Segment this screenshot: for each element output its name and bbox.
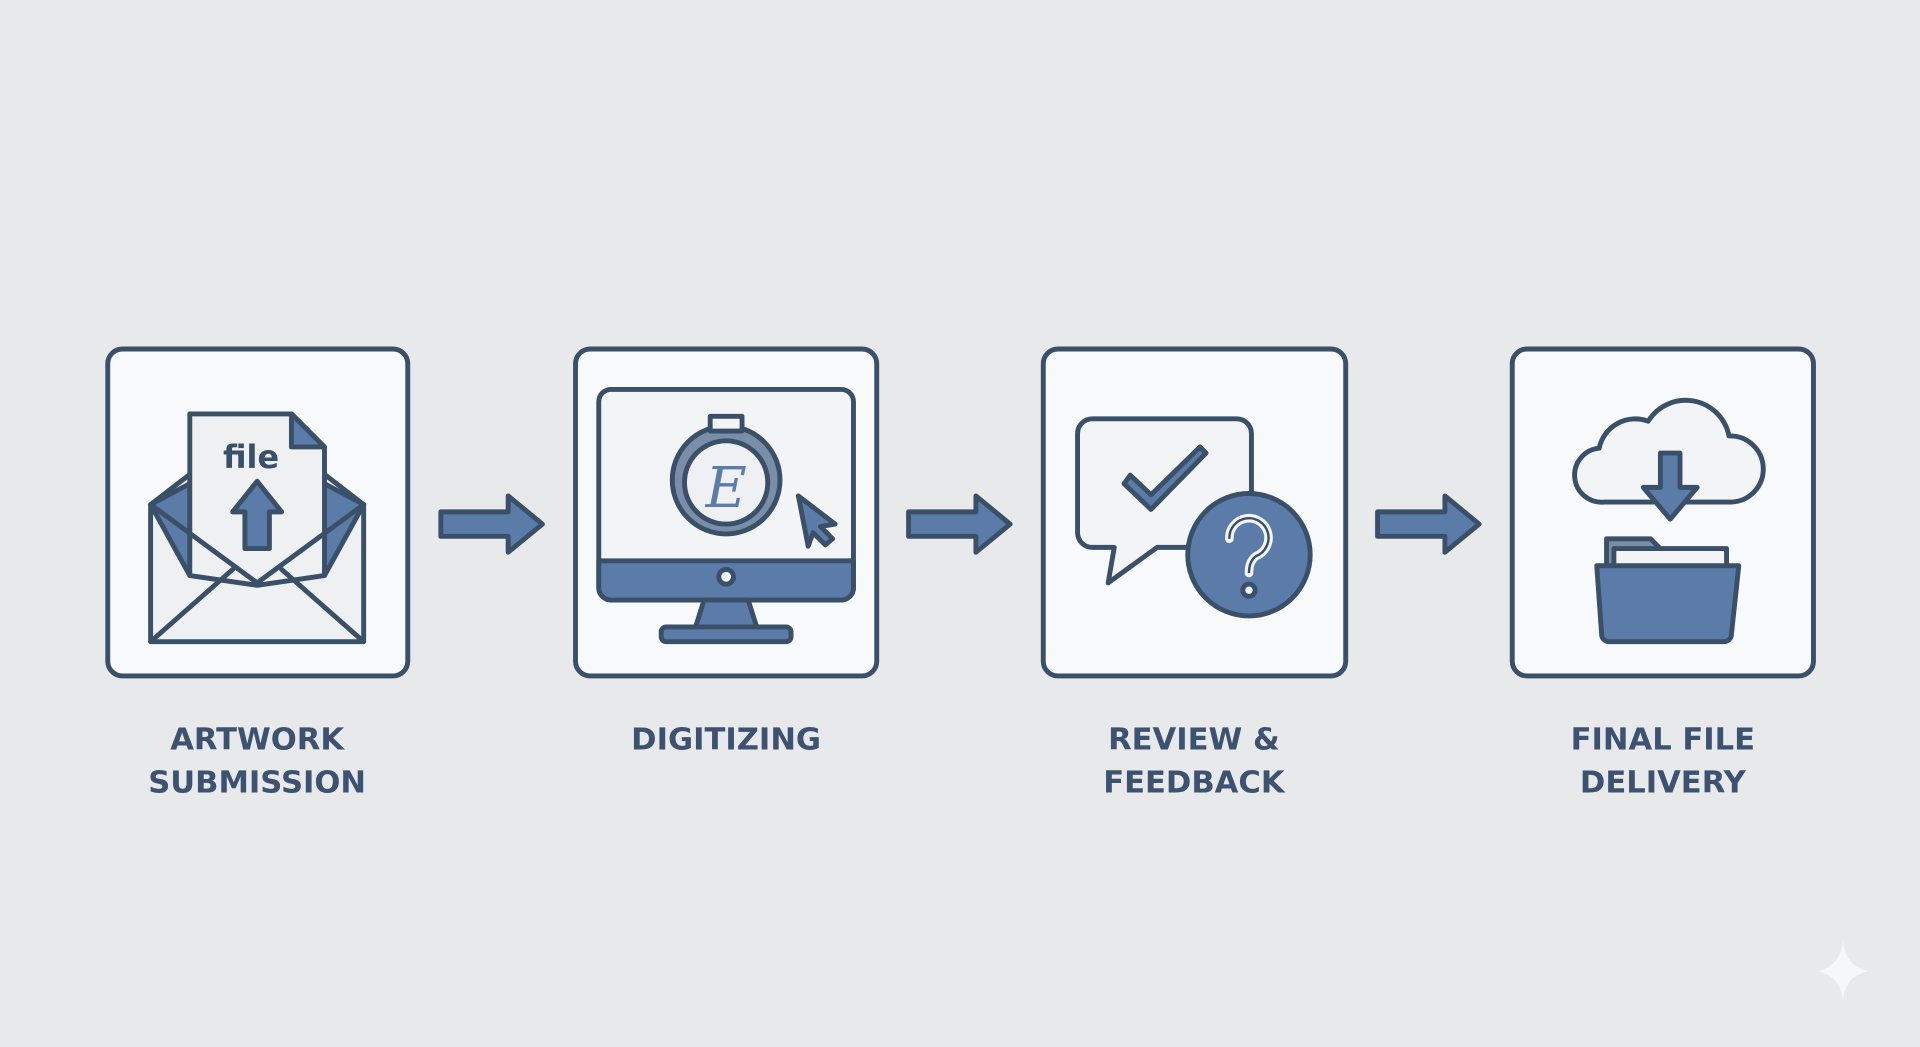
arrow-right-icon — [1375, 493, 1482, 555]
step-label: REVIEW & — [1108, 722, 1280, 757]
step-label: ARTWORK — [170, 722, 345, 757]
chat-check-question-icon — [1075, 416, 1313, 619]
cloud-download-folder-icon — [1572, 397, 1766, 645]
download-arrow-icon — [1640, 450, 1700, 522]
step-artwork-submission: file ARTWORK SUBMISSION — [105, 346, 411, 800]
step-digitizing: E DIGITIZING — [573, 346, 880, 757]
sparkle-watermark-icon — [1815, 940, 1870, 1002]
cursor-icon — [795, 493, 838, 549]
arrow-right-icon — [438, 493, 545, 555]
step-label: DIGITIZING — [631, 722, 821, 757]
checkmark-icon — [1121, 444, 1209, 512]
folder-icon — [1594, 563, 1742, 645]
upload-arrow-icon — [230, 478, 285, 552]
question-icon — [1240, 581, 1258, 599]
envelope-file-upload-icon: file — [148, 411, 367, 645]
hoop-letter: E — [705, 456, 747, 521]
monitor-embroidery-hoop-icon: E — [596, 386, 856, 645]
step-label: FINAL FILE — [1571, 722, 1755, 757]
file-text: file — [223, 438, 279, 476]
arrow-right-icon — [906, 493, 1013, 555]
step-final-file-delivery: FINAL FILE DELIVERY — [1509, 346, 1816, 800]
step-label: SUBMISSION — [148, 765, 366, 800]
step-label: DELIVERY — [1580, 765, 1747, 800]
step-review-feedback: REVIEW & FEEDBACK — [1040, 346, 1349, 800]
step-label: FEEDBACK — [1103, 765, 1286, 800]
